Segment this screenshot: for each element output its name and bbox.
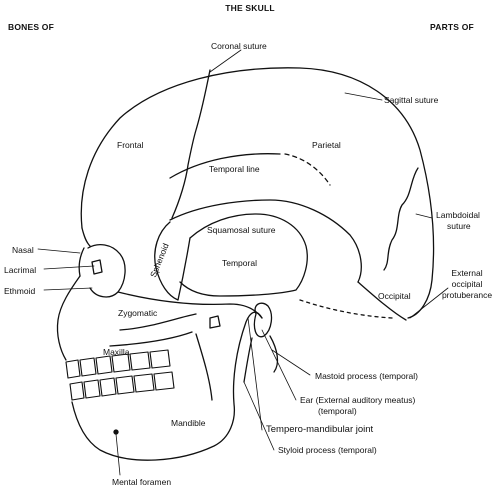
forehead-line — [81, 227, 91, 247]
label-sagittal-suture: Sagittal suture — [384, 95, 439, 105]
sphenoid-outline — [154, 221, 191, 301]
label-tmj: Tempero-mandibular joint — [266, 424, 374, 435]
coronoid — [209, 315, 221, 329]
ramus-line — [195, 333, 213, 401]
label-lacrimal: Lacrimal — [4, 265, 37, 275]
parts-of-header: PARTS OF — [430, 22, 474, 32]
lambdoidal-suture-line — [383, 167, 419, 271]
zygomatic-arch — [117, 291, 263, 319]
lacrimal-bone — [91, 259, 103, 275]
label-ext-occ-1: External — [451, 268, 483, 278]
label-temporal-line: Temporal line — [209, 164, 260, 174]
label-parietal: Parietal — [312, 140, 341, 150]
label-squamosal-suture: Squamosal suture — [207, 225, 276, 235]
label-ethmoid: Ethmoid — [4, 286, 36, 296]
ear-outline — [253, 302, 273, 338]
bones-of-header: BONES OF — [8, 22, 54, 32]
label-lambdoidal-2: suture — [447, 221, 471, 231]
upper-teeth — [65, 349, 171, 379]
label-zygomatic: Zygomatic — [118, 308, 158, 318]
diagram-title: THE SKULL — [225, 3, 275, 13]
mastoid-outline — [269, 335, 279, 373]
coronal-suture-line — [171, 69, 211, 219]
label-frontal: Frontal — [117, 140, 144, 150]
orbit-outline — [87, 243, 126, 298]
label-coronal-suture: Coronal suture — [211, 41, 267, 51]
label-temporal: Temporal — [222, 258, 257, 268]
styloid-line — [243, 337, 253, 383]
label-lambdoidal-1: Lambdoidal — [436, 210, 480, 220]
label-ear-2: (temporal) — [318, 406, 357, 416]
temporal-line-dashed — [284, 153, 331, 186]
label-maxilla: Maxilla — [103, 347, 130, 357]
label-occipital: Occipital — [378, 291, 411, 301]
label-mandible: Mandible — [171, 418, 206, 428]
label-mastoid-process: Mastoid process (temporal) — [315, 371, 418, 381]
occipital-outline — [357, 281, 407, 321]
label-mental-foramen: Mental foramen — [112, 477, 172, 487]
occipital-dashed — [299, 299, 393, 319]
cranium-outline — [80, 67, 435, 319]
leader-lines — [37, 49, 449, 476]
label-ext-occ-3: protuberance — [441, 290, 493, 300]
label-styloid-process: Styloid process (temporal) — [278, 445, 377, 455]
lower-teeth — [69, 371, 175, 401]
temporal-line-solid — [169, 153, 281, 179]
mental-foramen-mark — [113, 429, 119, 435]
nasal-bone — [78, 247, 85, 277]
maxilla-line — [109, 331, 193, 347]
parietal-lower-edge — [169, 199, 362, 283]
label-nasal: Nasal — [12, 245, 34, 255]
label-ear-1: Ear (External auditory meatus) — [300, 395, 416, 405]
zygomatic-lower — [119, 313, 197, 331]
squamosal-suture-line — [179, 213, 308, 297]
mandible-outline — [71, 311, 263, 461]
label-ext-occ-2: occipital — [451, 279, 483, 289]
